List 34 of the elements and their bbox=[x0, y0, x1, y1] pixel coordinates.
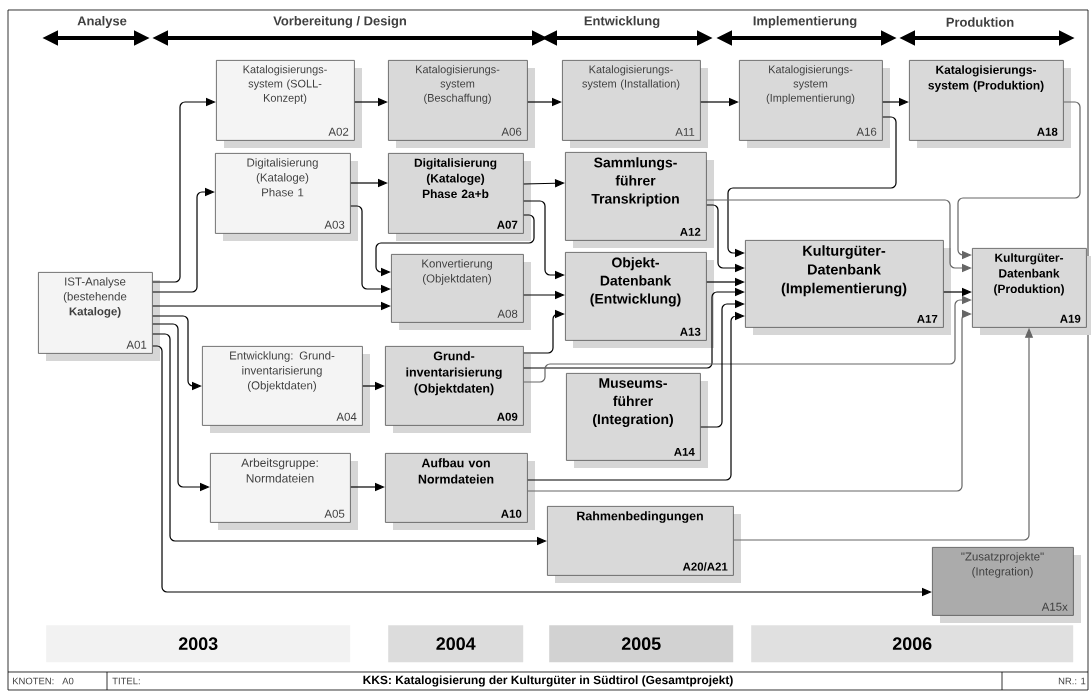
process-box: IST-Analyse (bestehende Kataloge) A01 bbox=[38, 272, 160, 361]
process-box: Sammlungs- führer Transkription A12 bbox=[565, 152, 714, 248]
footer-text: NR.: 1 bbox=[1058, 677, 1086, 685]
footer-text: TITEL: bbox=[112, 677, 140, 685]
year-band: 2003 bbox=[46, 625, 351, 663]
process-box: "Zusatzprojekte" (Integration) A15x bbox=[932, 547, 1081, 623]
process-box: Museums- führer (Integration) A14 bbox=[566, 373, 708, 468]
process-box: Katalogisierungs- system (Produktion) A18 bbox=[909, 60, 1071, 148]
process-box: Konvertierung (Objektdaten) A08 bbox=[391, 254, 531, 330]
footer-text: A0 bbox=[62, 677, 74, 685]
year-band: 2004 bbox=[388, 625, 524, 663]
phase-label: Implementierung bbox=[753, 15, 857, 29]
phase-label: Analyse bbox=[77, 15, 127, 29]
footer-title: KKS: Katalogisierung der Kulturgüter in Südtirol (Gesamtprojekt) bbox=[363, 675, 733, 687]
process-box: Arbeitsgruppe: Normdateien A05 bbox=[210, 453, 358, 530]
phase-label: Vorbereitung / Design bbox=[273, 15, 406, 29]
process-box: Kulturgüter- Datenbank (Produktion) A19 bbox=[972, 248, 1091, 335]
footer-text: KNOTEN: bbox=[13, 677, 54, 685]
process-box: Digitalisierung (Kataloge) Phase 2a+b A07 bbox=[388, 153, 531, 241]
phase-label: Entwicklung bbox=[584, 15, 660, 29]
process-box: Katalogisierungs- system (Beschaffung) A06 bbox=[388, 60, 535, 148]
process-box: Katalogisierungs- system (Installation) A11 bbox=[562, 60, 708, 148]
process-box: Katalogisierungs- system (SOLL-Konzept) A02 bbox=[216, 60, 362, 148]
year-band: 2006 bbox=[751, 625, 1074, 663]
process-box: Grund- inventarisierung (Objektdaten) A09 bbox=[385, 346, 531, 433]
year-band: 2005 bbox=[549, 625, 734, 663]
process-box: Objekt- Datenbank (Entwicklung) A13 bbox=[565, 252, 714, 348]
process-box: Entwicklung: Grund- inventarisierung (Objektdaten) A04 bbox=[202, 346, 370, 433]
process-box: Digitalisierung (Kataloge) Phase 1 A03 bbox=[215, 153, 358, 241]
process-box: Kulturgüter- Datenbank (Implementierung) A17 bbox=[745, 240, 951, 335]
process-box: Aufbau von Normdateien A10 bbox=[385, 453, 535, 530]
process-box: Rahmenbedingungen A20/A21 bbox=[547, 506, 741, 583]
process-box: Katalogisierungs- system (Implementierung) A16 bbox=[739, 60, 890, 148]
phase-label: Produktion bbox=[946, 17, 1014, 27]
